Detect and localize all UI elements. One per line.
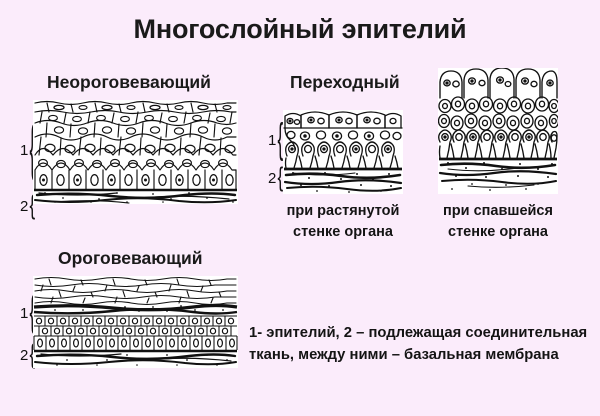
transitional-stretched-svg — [283, 111, 403, 193]
caption-transitional-stretched: при растянутой стенке органа — [278, 201, 408, 243]
page-title: Многослойный эпителий — [133, 14, 467, 44]
label-number: 2 — [20, 346, 29, 364]
legend-line-1: 1- эпителий, 2 – подлежащая соединительн… — [249, 325, 588, 341]
label-number: 1 — [268, 131, 277, 149]
connective-tissue-layer — [438, 162, 558, 188]
connective-tissue-nuclei — [292, 172, 392, 193]
caption-line-1: при растянутой — [286, 203, 400, 219]
curly-brace-icon: { — [277, 116, 284, 164]
connective-tissue-layer — [34, 192, 237, 204]
diagram-nonkeratinized-epithelium — [33, 100, 238, 204]
spinous-layer — [34, 315, 237, 337]
curly-brace-icon: { — [29, 191, 36, 221]
caption-transitional-collapsed: при спавшейся стенке органа — [433, 201, 563, 243]
label-transitional-epithelium: 1 { — [268, 119, 284, 161]
connective-tissue-nuclei — [44, 192, 234, 203]
keratinized-svg — [33, 276, 238, 366]
diagram-transitional-collapsed — [438, 68, 558, 194]
connective-tissue-nuclei — [46, 354, 228, 366]
label-number: 1 — [20, 304, 29, 322]
curly-brace-icon: { — [30, 292, 36, 334]
label-keratinized-connective: 2 { — [20, 342, 36, 369]
label-number: 1 — [20, 141, 29, 159]
label-nonkeratinized-epithelium: 1 { — [20, 120, 36, 180]
diagram-transitional-stretched — [283, 110, 403, 194]
curly-brace-icon: { — [30, 120, 36, 180]
granular-layer — [33, 303, 238, 315]
keratin-layer — [34, 276, 237, 306]
transitional-collapsed-svg — [438, 68, 558, 191]
legend: 1- эпителий, 2 – подлежащая соединительн… — [249, 322, 600, 366]
label-number: 2 — [268, 169, 277, 187]
label-transitional-connective: 2 { — [268, 165, 284, 192]
label-keratinized-epithelium: 1 { — [20, 292, 36, 334]
label-number: 2 — [20, 197, 29, 215]
label-nonkeratinized-connective: 2 { — [20, 193, 36, 220]
basal-layer — [33, 336, 238, 350]
curly-brace-icon: { — [30, 342, 36, 369]
caption-line-1: при спавшейся — [443, 203, 553, 219]
section-heading-keratinized: Ороговевающий — [58, 248, 203, 268]
section-heading-nonkeratinized: Неороговевающий — [47, 72, 211, 92]
spinous-nuclei — [35, 317, 235, 335]
connective-tissue-layer — [283, 172, 403, 192]
diagram-keratinized-epithelium — [33, 276, 238, 368]
caption-line-2: стенке органа — [448, 224, 548, 241]
connective-tissue-nuclei — [447, 162, 553, 191]
legend-line-2: ткань, между ними – базальная мембрана — [249, 347, 559, 364]
caption-line-2: стенке органа — [293, 224, 393, 241]
nonkeratinized-svg — [34, 100, 237, 204]
basal-nuclei — [36, 338, 236, 348]
connective-tissue-layer — [34, 353, 237, 366]
section-heading-transitional: Переходный — [290, 72, 400, 92]
curly-brace-icon: { — [277, 163, 284, 193]
